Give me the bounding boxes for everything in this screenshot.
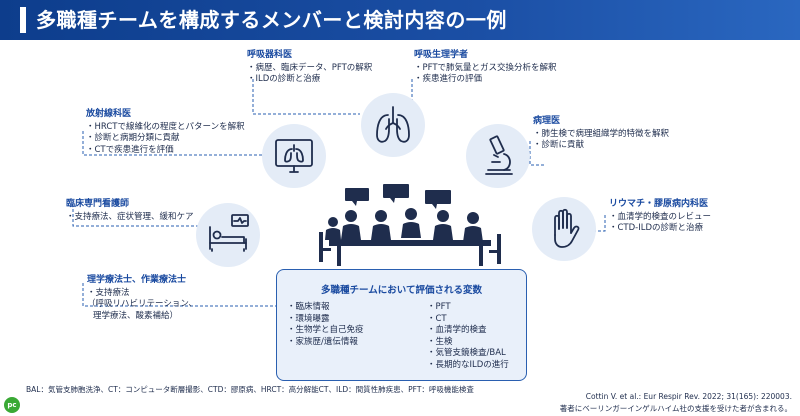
ct-monitor-icon [275, 139, 313, 173]
variable-item: ・生物学と自己免疫 [287, 325, 364, 335]
therapist-item-3: 理学療法、酸素補給） [93, 310, 179, 321]
variable-item: ・CT [427, 313, 447, 324]
variable-item: ・気管支鏡検査/BAL [427, 348, 506, 358]
variable-item: ・家族歴/遺伝情報 [287, 336, 358, 347]
hospital-bed-icon [209, 214, 249, 252]
radiologist-section: 放射線科医 ・HRCTで線維化の程度とパターンを解釈 ・診断と病期分類に貢献 ・… [86, 109, 245, 156]
pathologist-section: 病理医 ・肺生検で病理組織学的特徴を解釈 ・診断に貢献 [533, 116, 669, 152]
physiologist-item-1: ・PFTで肺気量とガス交換分析を解釈 [414, 62, 557, 73]
respiratory-item-2: ・ILDの診断と治療 [247, 74, 321, 84]
radiologist-item-1: ・HRCTで線維化の程度とパターンを解釈 [86, 121, 245, 132]
variable-item: ・臨床情報 [287, 302, 330, 312]
microscope-icon [485, 135, 513, 175]
hand-circle [532, 197, 596, 261]
title-bar: 多職種チームを構成するメンバーと検討内容の一例 [0, 0, 800, 40]
company-logo: pc [4, 397, 20, 413]
variable-item: ・長期的なILDの進行 [427, 359, 509, 370]
therapist-section: 理学療法士、作業療法士 ・支持療法 （呼吸リハビリテーション、 理学療法、酸素補… [87, 275, 197, 322]
variables-box-title: 多職種チームにおいて評価される変数 [321, 285, 482, 296]
rheumatologist-heading: リウマチ・膠原病内科医 [609, 199, 709, 209]
respiratory-item-1: ・病歴、臨床データ、PFTの解釈 [247, 62, 373, 73]
ct-monitor-circle [262, 124, 326, 188]
pathologist-item-2: ・診断に貢献 [533, 140, 585, 150]
pathologist-item-1: ・肺生検で病理組織学的特徴を解釈 [533, 128, 670, 139]
variable-item: ・血清学的検査 [427, 325, 487, 335]
therapist-item-2: （呼吸リハビリテーション、 [87, 299, 197, 309]
variable-item: ・生検 [427, 336, 453, 347]
nurse-item-1: ・支持療法、症状管理、緩和ケア [66, 211, 194, 222]
lungs-circle [361, 93, 425, 157]
respiratory-physician-heading: 呼吸器科医 [247, 50, 293, 60]
team-meeting-icon [319, 184, 501, 266]
rheumatologist-item-2: ・CTD-ILDの診断と治療 [609, 223, 704, 233]
radiologist-heading: 放射線科医 [86, 109, 132, 119]
hospital-bed-circle [196, 203, 260, 267]
abbreviations-footnote: BAL：気管支肺胞洗浄、CT：コンピュータ断層撮影、CTD：膠原病、HRCT：高… [26, 385, 474, 394]
rheumatologist-section: リウマチ・膠原病内科医 ・血清学的検査のレビュー ・CTD-ILDの診断と治療 [609, 199, 711, 235]
therapist-heading: 理学療法士、作業療法士 [87, 275, 187, 285]
disclosure-note: 著者にベーリンガーインゲルハイム社の支援を受けた者が含まれる。 [559, 404, 792, 413]
therapist-item-1: ・支持療法 [87, 287, 130, 298]
variable-item: ・PFT [427, 302, 451, 312]
physiologist-section: 呼吸生理学者 ・PFTで肺気量とガス交換分析を解釈 ・疾患進行の評価 [414, 50, 557, 86]
rheumatologist-item-1: ・血清学的検査のレビュー [609, 211, 712, 222]
variable-item: ・環境曝露 [287, 313, 330, 324]
respiratory-physician-section: 呼吸器科医 ・病歴、臨床データ、PFTの解釈 ・ILDの診断と治療 [247, 50, 372, 86]
microscope-circle [466, 124, 530, 188]
hand-icon [554, 208, 580, 248]
nurse-heading: 臨床専門看護師 [66, 199, 130, 209]
pathologist-heading: 病理医 [533, 116, 561, 126]
radiologist-item-3: ・CTで疾患進行を評価 [86, 144, 174, 155]
variables-left-column: ・臨床情報 ・環境曝露 ・生物学と自己免疫 ・家族歴/遺伝情報 [287, 302, 364, 348]
physiologist-heading: 呼吸生理学者 [414, 50, 469, 60]
lungs-icon [376, 106, 410, 143]
nurse-section: 臨床専門看護師 ・支持療法、症状管理、緩和ケア [66, 199, 194, 223]
variables-box: 多職種チームにおいて評価される変数 ・臨床情報 ・環境曝露 ・生物学と自己免疫 … [276, 269, 527, 381]
page-title: 多職種チームを構成するメンバーと検討内容の一例 [36, 8, 507, 32]
variables-right-column: ・PFT ・CT ・血清学的検査 ・生検 ・気管支鏡検査/BAL ・長期的なIL… [427, 302, 509, 371]
title-accent-bar [20, 7, 26, 33]
physiologist-item-2: ・疾患進行の評価 [414, 74, 483, 84]
radiologist-item-2: ・診断と病期分類に貢献 [86, 133, 180, 143]
citation: Cottin V. et al.: Eur Respir Rev. 2022; … [585, 392, 792, 401]
